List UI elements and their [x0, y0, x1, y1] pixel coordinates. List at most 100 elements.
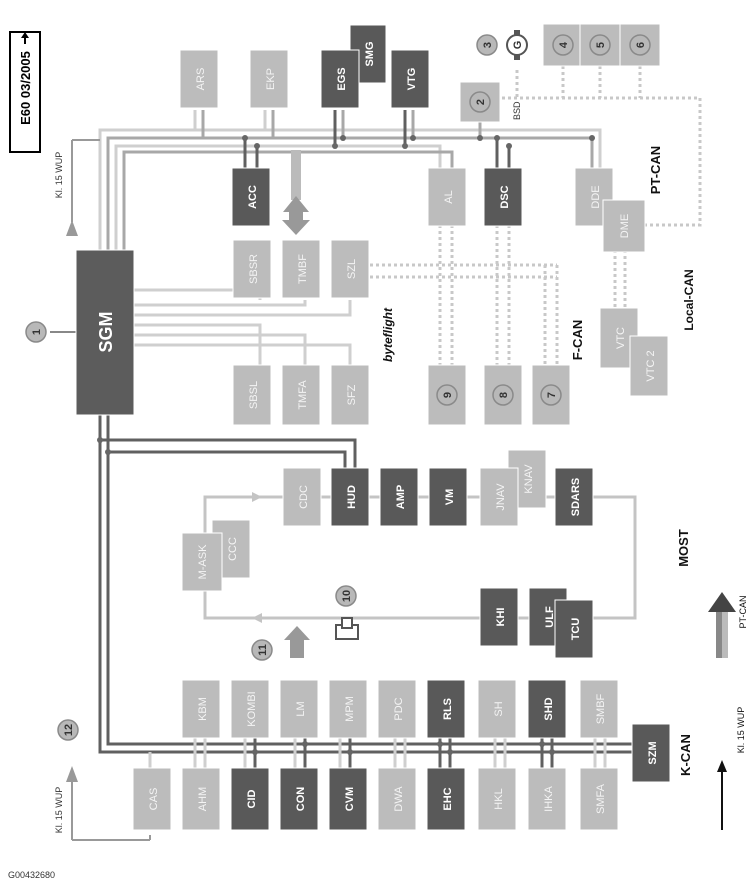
svg-text:HUD: HUD — [346, 485, 358, 509]
svg-text:KHI: KHI — [495, 608, 507, 627]
k-can-label: K-CAN — [678, 734, 693, 776]
module-vm: VM — [428, 467, 468, 527]
svg-text:9: 9 — [442, 392, 454, 398]
module-dsc: DSC — [483, 167, 523, 227]
legend-kl15-label: Kl. 15 WUP — [736, 707, 746, 754]
pt-can-arrow — [282, 150, 310, 235]
local-can-label: Local-CAN — [682, 269, 696, 330]
svg-text:VTC 2: VTC 2 — [645, 350, 657, 381]
svg-text:CVM: CVM — [344, 787, 356, 811]
svg-text:CAS: CAS — [148, 788, 160, 811]
svg-text:SDARS: SDARS — [570, 478, 582, 517]
module-mask: M-ASK — [181, 532, 223, 592]
svg-text:SMBF: SMBF — [595, 693, 607, 724]
module-ehc: EHC — [426, 767, 466, 831]
svg-text:7: 7 — [546, 392, 558, 398]
module-4: 4 — [542, 23, 584, 67]
svg-text:DWA: DWA — [393, 786, 405, 812]
module-tmbf: TMBF — [281, 239, 321, 299]
svg-text:SBSL: SBSL — [248, 381, 260, 409]
svg-text:VM: VM — [444, 489, 456, 506]
lm-arrow — [284, 626, 310, 658]
svg-text:AL: AL — [443, 190, 455, 203]
module-ekp: EKP — [249, 49, 289, 109]
svg-text:5: 5 — [595, 42, 607, 48]
svg-text:CCC: CCC — [227, 537, 239, 561]
module-cid: CID — [230, 767, 270, 831]
svg-text:RLS: RLS — [442, 698, 454, 720]
module-vtc2: VTC 2 — [629, 335, 669, 397]
module-shd: SHD — [527, 679, 567, 739]
module-jnav: JNAV — [479, 467, 519, 527]
svg-text:EHC: EHC — [442, 787, 454, 810]
module-smfa: SMFA — [579, 767, 619, 831]
module-mpm: MPM — [328, 679, 368, 739]
callout-3: 3 — [476, 34, 498, 56]
title-box: E60 03/2005 — [9, 31, 41, 153]
svg-text:2: 2 — [475, 99, 487, 105]
module-2: 2 — [459, 81, 501, 123]
svg-text:PDC: PDC — [393, 697, 405, 720]
svg-text:3: 3 — [482, 42, 494, 48]
module-dme: DME — [602, 199, 646, 253]
module-con: CON — [279, 767, 319, 831]
fiber-connector-icon — [335, 617, 359, 640]
svg-text:SBSR: SBSR — [248, 254, 260, 284]
module-smbf: SMBF — [579, 679, 619, 739]
svg-text:TMBF: TMBF — [297, 254, 309, 284]
most-ring — [203, 492, 637, 623]
legend-pt-can-label: PT-CAN — [738, 595, 748, 628]
svg-text:TCU: TCU — [570, 618, 582, 641]
svg-text:SZL: SZL — [346, 259, 358, 279]
module-dwa: DWA — [377, 767, 417, 831]
pt-can-nodes — [242, 135, 595, 149]
module-ihka: IHKA — [527, 767, 567, 831]
svg-text:IHKA: IHKA — [543, 786, 555, 812]
module-egs: EGS — [320, 49, 360, 109]
module-hkl: HKL — [477, 767, 517, 831]
svg-text:LM: LM — [295, 701, 307, 716]
module-lm: LM — [279, 679, 319, 739]
bsd-label: BSD — [512, 101, 522, 120]
svg-text:AMP: AMP — [395, 485, 407, 509]
pt-can-label: PT-CAN — [648, 146, 663, 194]
svg-text:SZM: SZM — [647, 741, 659, 764]
module-kbm: KBM — [181, 679, 221, 739]
svg-text:4: 4 — [558, 41, 570, 48]
svg-text:SGM: SGM — [96, 311, 116, 352]
module-cdc: CDC — [282, 467, 322, 527]
module-hud: HUD — [330, 467, 370, 527]
module-ars: ARS — [179, 49, 219, 109]
svg-text:EKP: EKP — [265, 68, 277, 90]
svg-text:AHM: AHM — [197, 787, 209, 811]
svg-text:SHD: SHD — [543, 697, 555, 720]
module-vtg: VTG — [390, 49, 430, 109]
svg-text:SH: SH — [493, 701, 505, 716]
svg-text:ULF: ULF — [544, 606, 556, 628]
figure-code: G00432680 — [8, 870, 55, 880]
module-pdc: PDC — [377, 679, 417, 739]
module-6: 6 — [619, 23, 661, 67]
module-sgm: SGM — [75, 249, 135, 416]
module-5: 5 — [579, 23, 621, 67]
svg-text:VTC: VTC — [615, 327, 627, 349]
svg-text:DME: DME — [619, 214, 631, 238]
svg-text:SMFA: SMFA — [595, 783, 607, 814]
callout-12: 12 — [57, 719, 79, 741]
module-khi: KHI — [479, 587, 519, 647]
module-rls: RLS — [426, 679, 466, 739]
svg-text:KNAV: KNAV — [523, 464, 535, 494]
svg-text:6: 6 — [635, 42, 647, 48]
svg-text:KOMBI: KOMBI — [246, 691, 258, 726]
module-7: 7 — [531, 364, 571, 426]
svg-text:8: 8 — [498, 392, 510, 398]
svg-text:MPM: MPM — [344, 696, 356, 722]
svg-text:10: 10 — [341, 590, 353, 602]
page-title: E60 03/2005 — [18, 51, 33, 125]
svg-text:JNAV: JNAV — [495, 483, 507, 511]
svg-text:SMG: SMG — [364, 41, 376, 66]
svg-text:EGS: EGS — [336, 67, 348, 90]
kl15-bottom-label: Kl. 15 WUP — [54, 787, 64, 834]
sensor-g-icon: G — [506, 30, 528, 60]
